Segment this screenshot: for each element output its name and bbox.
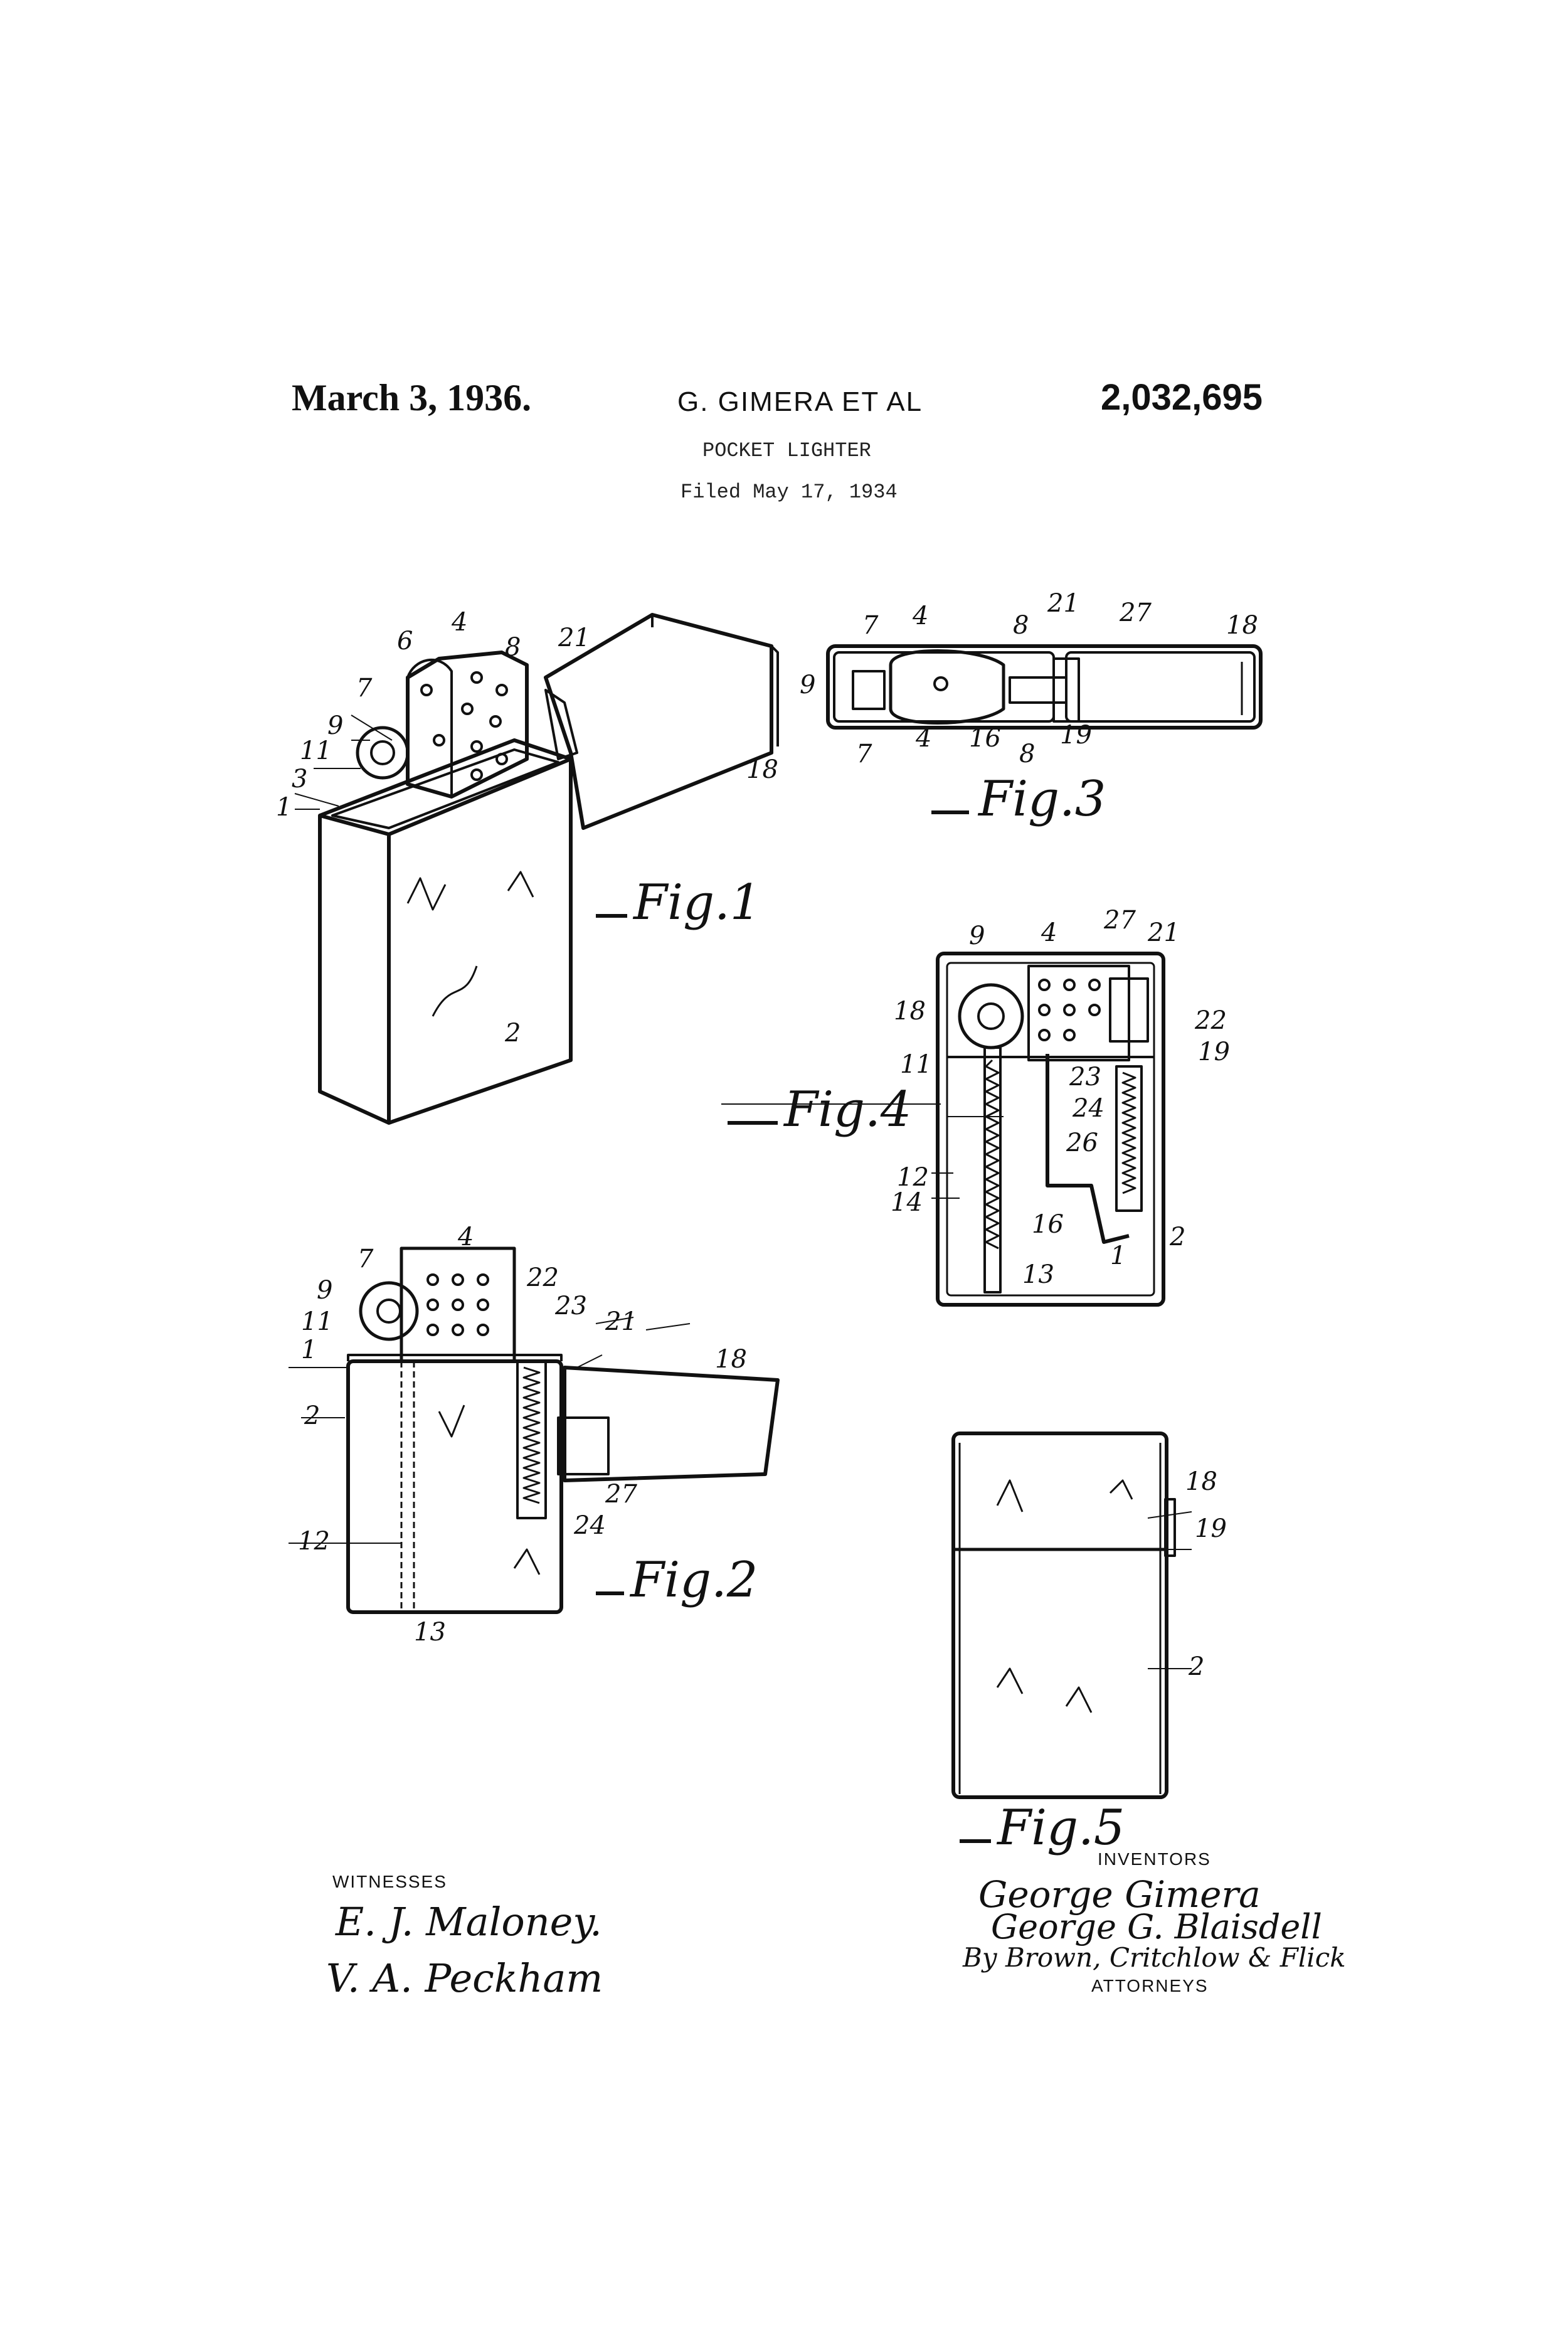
label-19-fig5: 19 bbox=[1195, 1514, 1227, 1543]
label-4-fig1: 4 bbox=[451, 608, 467, 637]
label-8-fig3-top: 8 bbox=[1013, 611, 1029, 640]
fig-5-caption: Fig.5 bbox=[996, 1800, 1125, 1856]
label-13-fig4: 13 bbox=[1022, 1260, 1054, 1289]
witness-signature-1: E. J. Maloney. bbox=[335, 1899, 602, 1945]
label-9-fig2: 9 bbox=[317, 1276, 332, 1305]
label-7-fig1: 7 bbox=[356, 674, 373, 703]
fig-1-caption: Fig.1 bbox=[632, 874, 761, 931]
label-21-fig4: 21 bbox=[1147, 918, 1180, 947]
fig-2-caption: Fig.2 bbox=[629, 1552, 758, 1608]
filed-date: Filed May 17, 1934 bbox=[681, 481, 898, 504]
label-1-fig4: 1 bbox=[1110, 1241, 1126, 1270]
label-18-fig2: 18 bbox=[715, 1345, 747, 1374]
patent-number: 2,032,695 bbox=[1101, 377, 1263, 418]
figure-1-drawing bbox=[318, 613, 779, 1125]
label-1-fig1: 1 bbox=[276, 793, 292, 822]
label-3-fig1: 3 bbox=[292, 765, 307, 794]
label-9-fig3: 9 bbox=[800, 671, 815, 699]
label-2-fig2: 2 bbox=[304, 1401, 320, 1430]
attorneys-label: ATTORNEYS bbox=[1091, 1976, 1209, 1995]
label-22-fig4: 22 bbox=[1194, 1006, 1227, 1035]
figure-5-drawing bbox=[951, 1432, 1176, 1799]
label-27-fig2: 27 bbox=[605, 1480, 637, 1509]
witness-signature-2: V. A. Peckham bbox=[326, 1955, 603, 2001]
label-16-fig3: 16 bbox=[969, 724, 1001, 753]
fig-4-caption: Fig.4 bbox=[783, 1081, 911, 1138]
label-23-fig2: 23 bbox=[554, 1292, 587, 1320]
label-2-fig1: 2 bbox=[504, 1019, 521, 1048]
label-11-fig2: 11 bbox=[301, 1307, 333, 1336]
label-18-fig5: 18 bbox=[1185, 1467, 1217, 1496]
label-12-fig4: 12 bbox=[897, 1163, 929, 1192]
label-21-fig2: 21 bbox=[605, 1307, 637, 1336]
label-13-fig2: 13 bbox=[414, 1618, 446, 1647]
label-4-fig4: 4 bbox=[1041, 918, 1057, 947]
label-7-fig3-top: 7 bbox=[862, 611, 879, 640]
label-4-fig3-bottom: 4 bbox=[915, 724, 931, 753]
label-4-fig3-top: 4 bbox=[912, 602, 928, 630]
label-9-fig4: 9 bbox=[969, 922, 985, 950]
label-21-fig3: 21 bbox=[1047, 589, 1079, 618]
label-9-fig1: 9 bbox=[327, 711, 343, 740]
label-6-fig1: 6 bbox=[397, 627, 413, 656]
label-24-fig2: 24 bbox=[573, 1511, 606, 1540]
inventor-signature-1: George Gimera bbox=[978, 1873, 1261, 1916]
label-18-fig4: 18 bbox=[894, 997, 926, 1026]
inventor-signature-2: George G. Blaisdell bbox=[991, 1907, 1322, 1947]
figure-4-drawing bbox=[936, 952, 1165, 1307]
label-8-fig1: 8 bbox=[505, 633, 521, 662]
label-19-fig3: 19 bbox=[1060, 721, 1092, 750]
label-11-fig4: 11 bbox=[900, 1050, 932, 1079]
label-21-fig1: 21 bbox=[558, 624, 590, 652]
label-16-fig4: 16 bbox=[1032, 1210, 1064, 1239]
label-7-fig3-bottom: 7 bbox=[856, 740, 872, 768]
label-2-fig5: 2 bbox=[1188, 1652, 1204, 1681]
label-18-fig3: 18 bbox=[1226, 611, 1258, 640]
patent-date: March 3, 1936. bbox=[292, 377, 532, 418]
label-8-fig3-bottom: 8 bbox=[1019, 740, 1035, 768]
label-22-fig2: 22 bbox=[526, 1263, 559, 1292]
fig-3-caption: Fig.3 bbox=[977, 771, 1106, 827]
patent-title: POCKET LIGHTER bbox=[702, 439, 871, 462]
label-7-fig2: 7 bbox=[358, 1245, 374, 1273]
label-27-fig4: 27 bbox=[1103, 906, 1136, 935]
attorney-signature: By Brown, Critchlow & Flick bbox=[962, 1942, 1346, 1973]
label-4-fig2: 4 bbox=[457, 1223, 474, 1251]
label-23-fig4: 23 bbox=[1069, 1063, 1101, 1092]
label-2-fig4: 2 bbox=[1169, 1223, 1185, 1251]
inventor-heading: G. GIMERA ET AL bbox=[677, 386, 923, 417]
label-26-fig4: 26 bbox=[1066, 1129, 1098, 1157]
figure-3-drawing bbox=[826, 644, 1263, 730]
witnesses-label: WITNESSES bbox=[332, 1872, 447, 1891]
figure-2-drawing bbox=[346, 1246, 780, 1614]
label-11-fig1: 11 bbox=[300, 736, 332, 765]
label-19-fig4: 19 bbox=[1198, 1038, 1230, 1066]
label-18-fig1: 18 bbox=[746, 755, 778, 784]
label-12-fig2: 12 bbox=[298, 1527, 330, 1556]
label-1-fig2: 1 bbox=[301, 1336, 317, 1364]
label-24-fig4: 24 bbox=[1072, 1094, 1104, 1123]
inventors-label: INVENTORS bbox=[1098, 1849, 1211, 1869]
label-14-fig4: 14 bbox=[891, 1188, 923, 1217]
label-27-fig3: 27 bbox=[1119, 598, 1152, 627]
